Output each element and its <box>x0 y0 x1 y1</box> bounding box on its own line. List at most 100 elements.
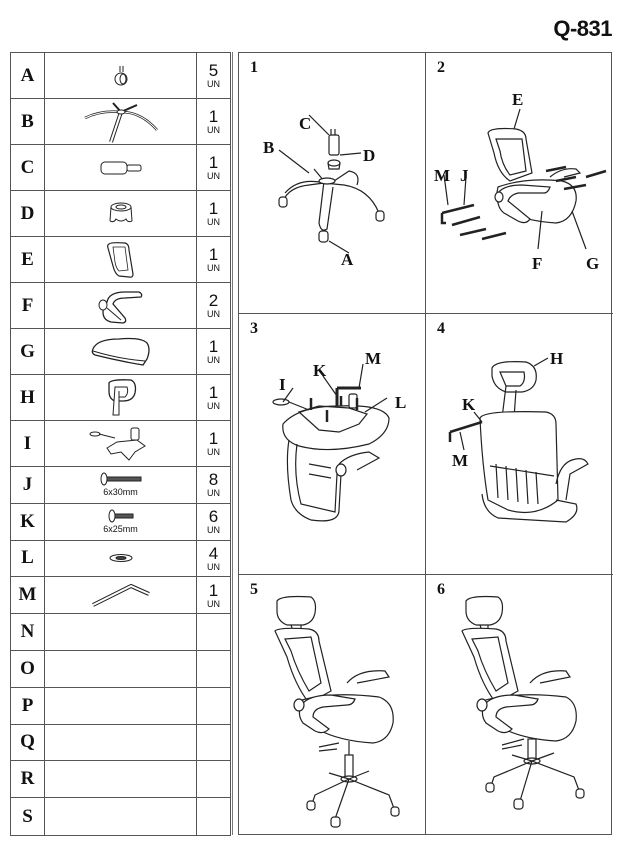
part-icon-empty <box>45 614 197 650</box>
part-letter: N <box>11 614 45 650</box>
part-qty: 4 <box>208 543 219 563</box>
part-letter: D <box>11 191 45 236</box>
completed-chair-illustration <box>461 595 585 810</box>
step-5: 5 <box>239 575 426 834</box>
part-letter: G <box>11 329 45 374</box>
part-unit: UN <box>207 488 220 499</box>
mesh-backrest-icon <box>45 237 197 282</box>
part-letter: F <box>11 283 45 328</box>
seat-backrest-assembly-illustration: E M J F G <box>434 90 607 273</box>
part-letter: I <box>11 421 45 466</box>
step-6: 6 <box>426 575 613 834</box>
gas-cylinder-icon <box>45 145 197 190</box>
washer-icon <box>45 540 197 577</box>
part-letter: B <box>11 99 45 144</box>
part-qty-empty <box>197 688 230 724</box>
part-letter: J <box>11 467 45 503</box>
part-unit: UN <box>207 79 220 89</box>
bolt-long-icon: 6x30mm <box>45 467 197 503</box>
part-unit: UN <box>207 171 220 181</box>
svg-text:E: E <box>512 90 523 109</box>
svg-text:D: D <box>363 146 375 165</box>
part-letter: M <box>11 577 45 614</box>
part-letter: R <box>11 761 45 798</box>
allen-key-icon <box>45 577 197 614</box>
svg-text:A: A <box>341 250 354 269</box>
part-letter: K <box>11 503 45 540</box>
headrest-icon <box>45 375 197 420</box>
part-unit: UN <box>207 447 220 457</box>
part-row-p: P <box>11 687 230 725</box>
part-letter: Q <box>11 724 45 761</box>
part-letter: P <box>11 687 45 724</box>
part-unit: UN <box>207 561 220 572</box>
part-qty: 2 <box>208 291 219 310</box>
part-spec: 6x25mm <box>103 524 138 535</box>
part-unit: UN <box>207 217 220 227</box>
part-letter: L <box>11 540 45 577</box>
part-unit: UN <box>207 309 220 319</box>
caster-wheel-icon <box>45 53 197 98</box>
svg-text:M: M <box>434 166 450 185</box>
headrest-attachment-illustration: H K M <box>448 349 589 523</box>
svg-text:F: F <box>532 254 542 273</box>
step-number: 2 <box>437 59 445 76</box>
svg-text:K: K <box>462 395 476 414</box>
step-number: 4 <box>437 320 445 337</box>
cylinder-cover-icon <box>45 191 197 236</box>
part-letter: S <box>11 798 45 835</box>
part-row-s: S <box>11 798 230 835</box>
part-row-o: O <box>11 650 230 688</box>
part-letter: C <box>11 145 45 190</box>
step-number: 5 <box>250 581 258 598</box>
part-qty: 1 <box>208 107 219 126</box>
column-divider <box>232 52 233 835</box>
part-qty: 1 <box>208 245 219 264</box>
mechanism-attachment-illustration: M K I L <box>272 349 406 522</box>
seat-cushion-icon <box>45 329 197 374</box>
part-qty: 1 <box>208 337 219 356</box>
part-qty-empty <box>197 761 230 797</box>
model-code: Q-831 <box>553 16 612 41</box>
part-letter: E <box>11 237 45 282</box>
part-icon-empty <box>45 650 197 687</box>
svg-text:J: J <box>460 166 469 185</box>
seat-onto-base-illustration <box>274 595 400 828</box>
armrest-icon <box>45 283 197 328</box>
part-unit: UN <box>207 598 220 609</box>
step-number: 3 <box>250 320 258 337</box>
part-qty-empty <box>197 725 230 761</box>
part-qty-empty <box>197 651 230 687</box>
svg-text:G: G <box>586 254 599 273</box>
svg-text:C: C <box>299 114 311 133</box>
part-qty: 1 <box>208 153 219 172</box>
part-row-r: R <box>11 761 230 799</box>
part-unit: UN <box>207 525 220 536</box>
star-base-icon <box>45 99 197 144</box>
step-number: 1 <box>250 59 258 76</box>
svg-text:I: I <box>279 375 286 394</box>
step-2: 2 E M J F G <box>426 53 613 314</box>
part-spec: 6x30mm <box>103 487 138 498</box>
part-qty: 6 <box>208 507 219 527</box>
part-icon-empty <box>45 687 197 724</box>
assembly-steps: 1 C B D A 2 <box>238 52 613 835</box>
part-qty-empty <box>197 614 230 650</box>
part-letter: H <box>11 375 45 420</box>
part-qty: 8 <box>208 470 219 490</box>
part-icon-empty <box>45 798 197 835</box>
svg-text:L: L <box>395 393 406 412</box>
part-qty: 5 <box>208 61 219 80</box>
base-assembly-illustration: C B D A <box>263 114 385 269</box>
part-row-q: Q <box>11 724 230 762</box>
